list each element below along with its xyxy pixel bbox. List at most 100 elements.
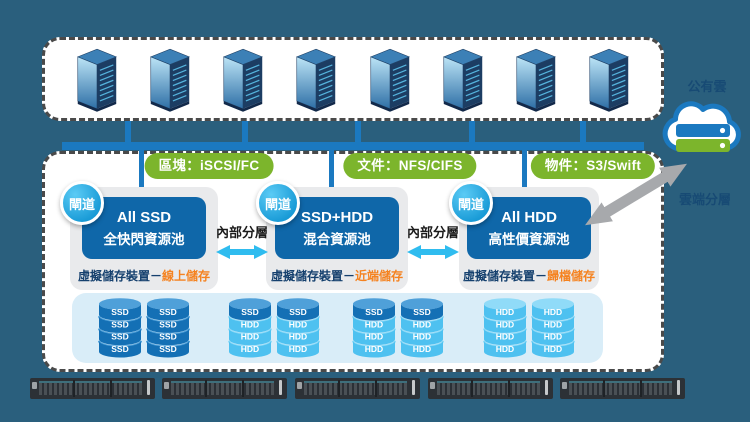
storage-rack-enclosure (560, 378, 685, 399)
bus-stub-up (125, 121, 131, 142)
disk-cylinder-group: HDD HDD HDD HDD HDD HDD HDD HDD (483, 297, 575, 358)
cloud-tiering-label: 雲端分層 (678, 192, 731, 207)
drive-slots (569, 381, 672, 395)
storage-rack-enclosure (428, 378, 553, 399)
svg-text:HDD: HDD (365, 344, 383, 354)
svg-text:SSD: SSD (241, 307, 258, 317)
svg-text:HDD: HDD (413, 344, 431, 354)
internal-tier-label: 內部分層 (215, 225, 268, 240)
svg-text:SSD: SSD (159, 332, 176, 342)
virtual-device-label: 虛擬儲存裝置－歸檔儲存 (462, 269, 596, 283)
storage-rack-enclosure (30, 378, 155, 399)
server-tower-icon (77, 48, 118, 112)
server-tower-icon (296, 48, 337, 112)
svg-text:HDD: HDD (544, 319, 562, 329)
server-tower-icon (369, 48, 410, 112)
svg-text:SSD: SSD (111, 332, 128, 342)
drive-slots (437, 381, 540, 395)
bus-stub-up (242, 121, 248, 142)
server-tower-icon (588, 48, 629, 112)
pool-name-zh: 全快閃資源池 (103, 231, 185, 247)
double-arrow-icon (216, 245, 268, 259)
svg-text:HDD: HDD (496, 332, 514, 342)
gateway-badge: 閘道 (60, 181, 104, 225)
servers-panel (42, 37, 664, 121)
disk-cylinder: SSD SSD SSD SSD (146, 298, 190, 358)
storage-rack-enclosure (295, 378, 420, 399)
virtual-device-label: 虛擬儲存裝置－線上儲存 (77, 269, 211, 283)
internal-tier-connector: 內部分層 (393, 222, 473, 265)
svg-text:HDD: HDD (544, 307, 562, 317)
svg-text:SSD: SSD (111, 319, 128, 329)
svg-text:SSD: SSD (159, 344, 176, 354)
server-tower-icon (442, 48, 483, 112)
storage-rack-enclosure (162, 378, 287, 399)
svg-text:SSD: SSD (289, 307, 306, 317)
drive-slots (39, 381, 142, 395)
network-bus-line (62, 142, 644, 150)
drive-slots (171, 381, 274, 395)
disk-cylinder-group: SSD SSD SSD SSD SSD SSD SSD SSD (98, 297, 190, 358)
bus-stub-up (580, 121, 586, 142)
svg-text:SSD: SSD (365, 307, 382, 317)
bus-stub-down (329, 148, 334, 190)
svg-text:HDD: HDD (289, 332, 307, 342)
cloud-blue-tier-bar (676, 124, 730, 137)
bus-stub-down (522, 148, 527, 190)
internal-tier-connector: 內部分層 (202, 222, 282, 265)
svg-text:SSD: SSD (159, 307, 176, 317)
svg-text:HDD: HDD (413, 332, 431, 342)
server-tower-icon (223, 48, 264, 112)
svg-text:HDD: HDD (544, 344, 562, 354)
disks-panel: SSD SSD SSD SSD SSD SSD SSD SSD SSD HDD HDD HDD SSD H… (72, 293, 603, 363)
svg-text:HDD: HDD (496, 344, 514, 354)
svg-text:HDD: HDD (241, 344, 259, 354)
svg-text:SSD: SSD (413, 307, 430, 317)
cloud-green-tier-bar (676, 139, 730, 152)
bus-stub-up (355, 121, 361, 142)
svg-text:SSD: SSD (111, 307, 128, 317)
svg-text:HDD: HDD (241, 332, 259, 342)
bus-stub-up (469, 121, 475, 142)
protocol-label: 文件：NFS/CIFS (343, 153, 477, 179)
double-arrow-icon (407, 245, 459, 259)
svg-text:HDD: HDD (544, 332, 562, 342)
svg-text:SSD: SSD (111, 344, 128, 354)
pool-box: All HDD 高性價資源池 (467, 197, 591, 259)
pool-name-en: All HDD (501, 208, 557, 226)
disk-cylinder: HDD HDD HDD HDD (531, 298, 575, 358)
svg-text:HDD: HDD (496, 307, 514, 317)
pool-name-en: SSD+HDD (300, 208, 374, 226)
svg-text:HDD: HDD (496, 319, 514, 329)
server-tower-icon (515, 48, 556, 112)
disk-cylinder: SSD SSD SSD SSD (98, 298, 142, 358)
storage-pool-card: 閘道 All HDD 高性價資源池 虛擬儲存裝置－歸檔儲存 (449, 181, 599, 290)
pool-name-zh: 混合資源池 (303, 231, 371, 247)
pool-name-zh: 高性價資源池 (488, 231, 570, 247)
storage-pool-card: 閘道 All SSD 全快閃資源池 虛擬儲存裝置－線上儲存 (60, 181, 218, 290)
pool-box: SSD+HDD 混合資源池 (275, 197, 399, 259)
internal-tier-label: 內部分層 (406, 225, 459, 240)
cloud-tiering-arrow-icon (585, 163, 687, 226)
svg-text:HDD: HDD (289, 319, 307, 329)
svg-text:SSD: SSD (159, 319, 176, 329)
public-cloud-title: 公有雲 (687, 79, 727, 94)
pool-name-en: All SSD (116, 208, 172, 226)
svg-text:HDD: HDD (365, 319, 383, 329)
protocol-label: 區塊：iSCSI/FC (144, 153, 274, 179)
gateway-badge: 閘道 (256, 181, 300, 225)
server-tower-icon (150, 48, 191, 112)
pool-box: All SSD 全快閃資源池 (82, 197, 206, 259)
svg-text:HDD: HDD (413, 319, 431, 329)
disk-cylinder: HDD HDD HDD HDD (483, 298, 527, 358)
cloud-storage-icon (662, 101, 741, 152)
virtual-device-label: 虛擬儲存裝置－近端儲存 (270, 269, 404, 283)
disk-cylinder: SSD HDD HDD HDD (400, 298, 444, 358)
storage-pool-card: 閘道 SSD+HDD 混合資源池 虛擬儲存裝置－近端儲存 (256, 181, 408, 290)
